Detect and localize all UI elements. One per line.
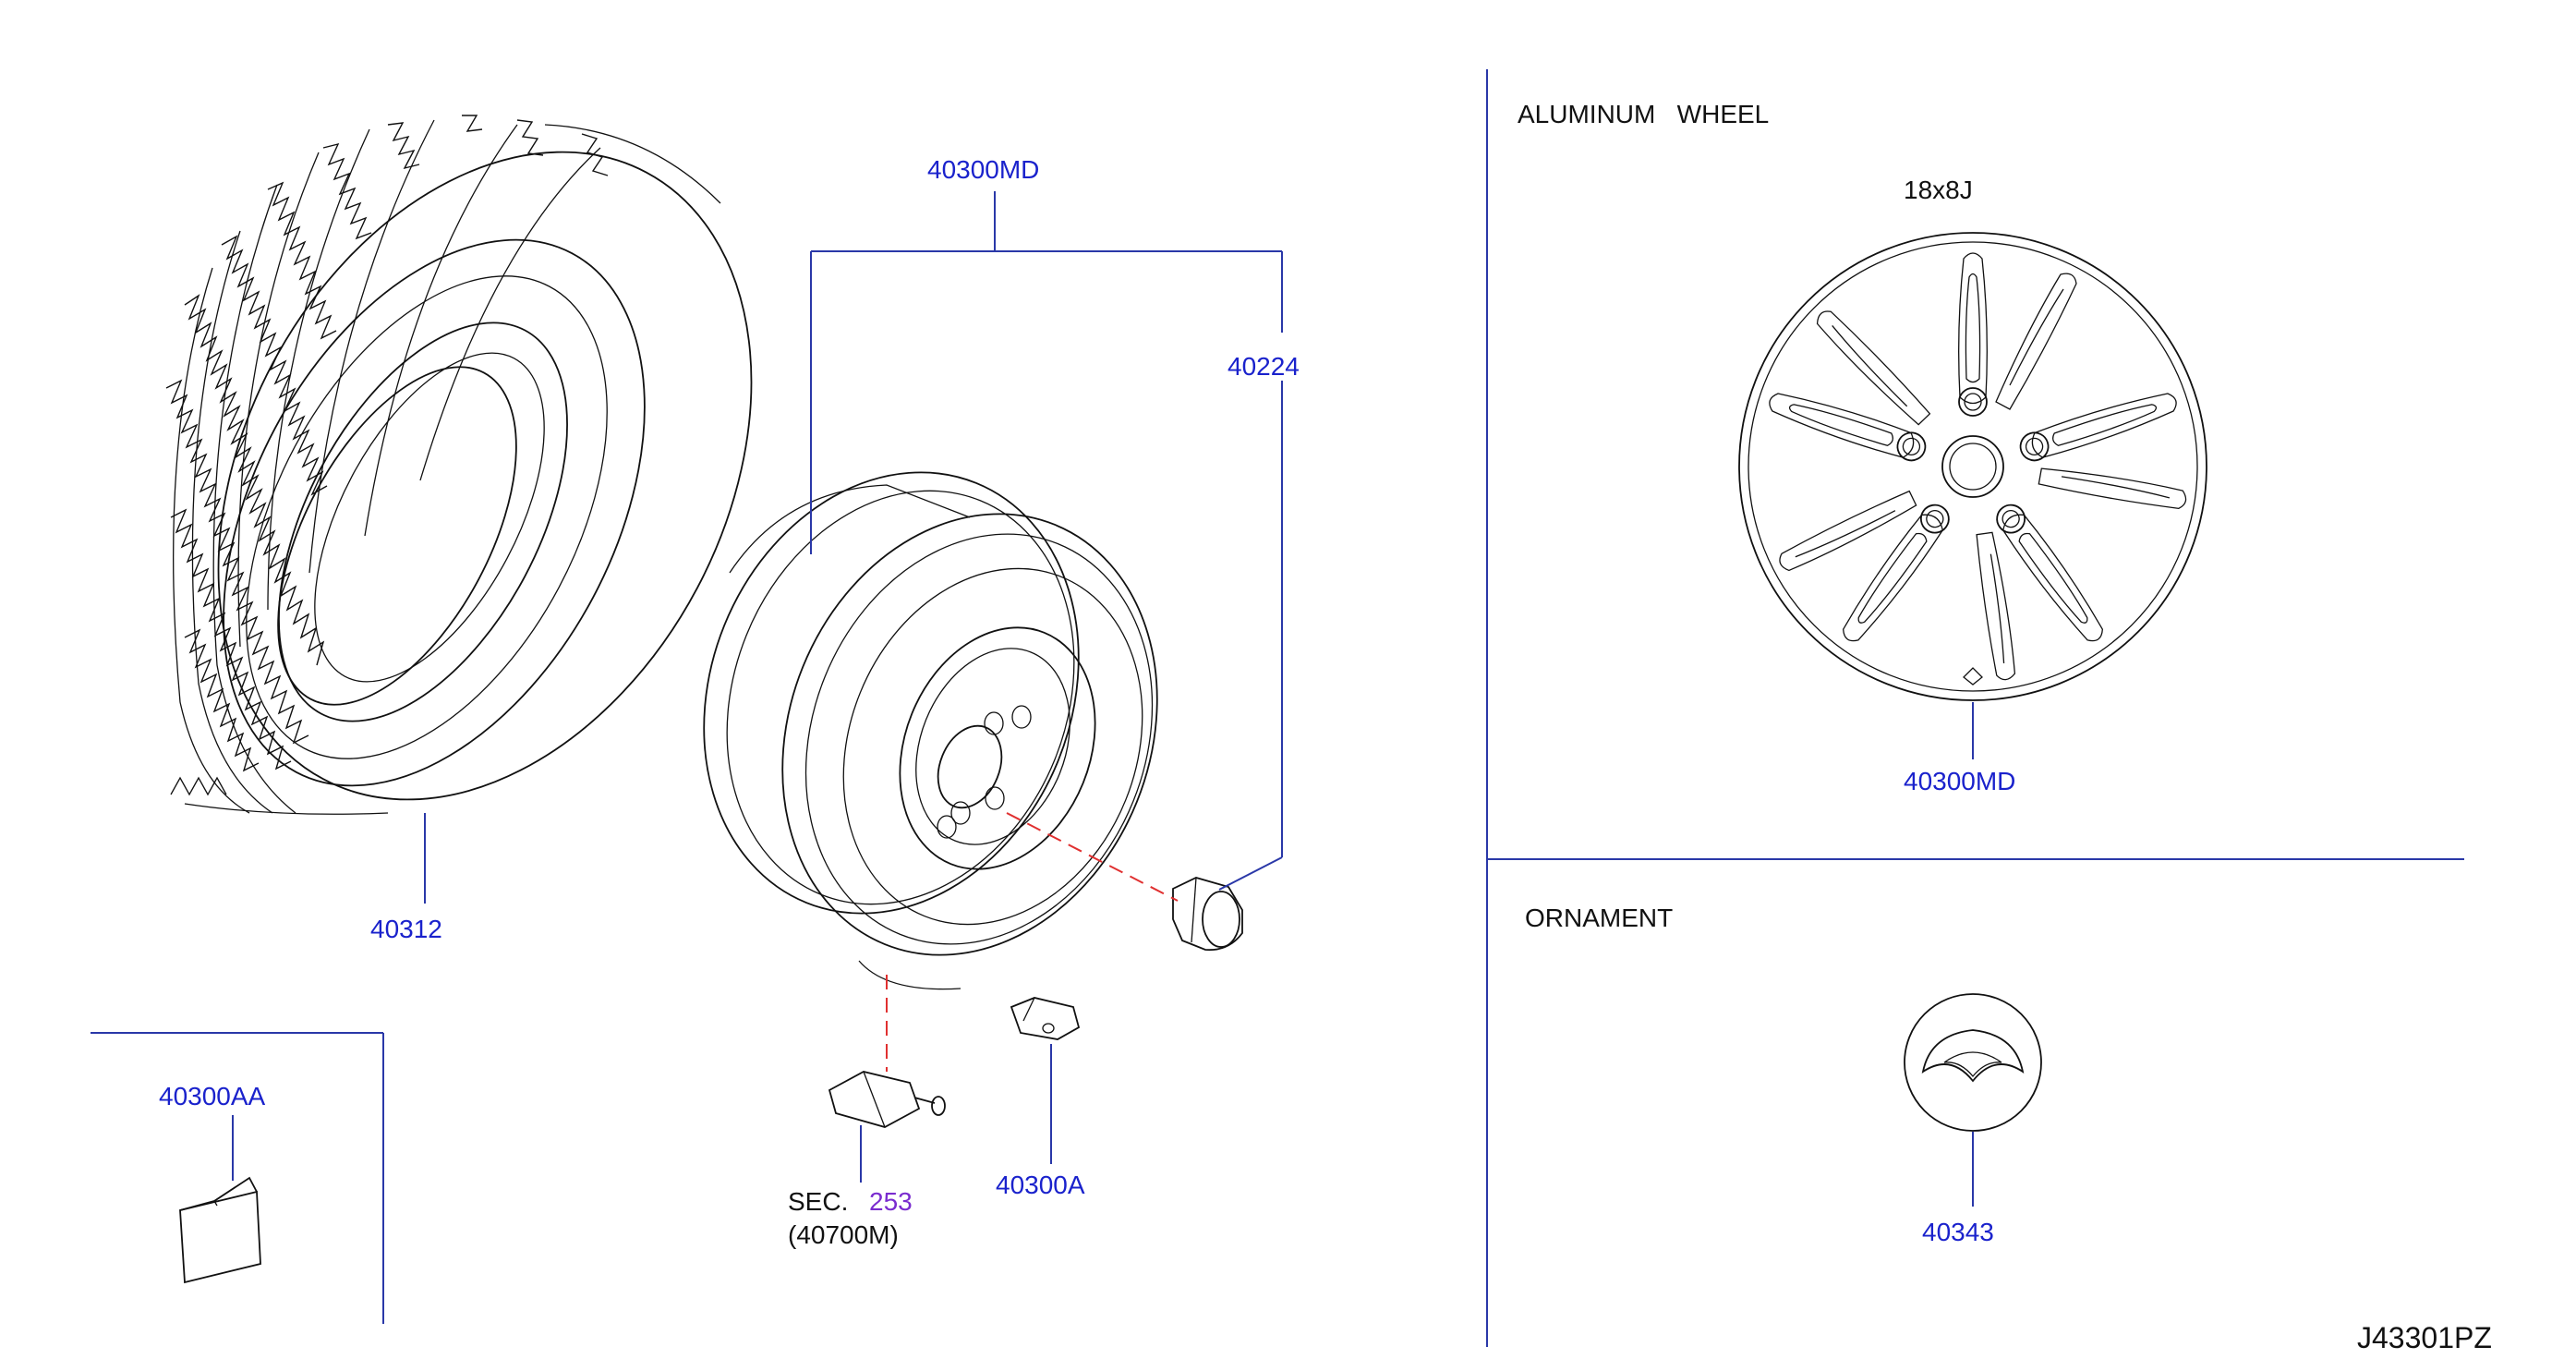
weight-aa-illustration bbox=[179, 1176, 261, 1284]
label-weight-aa: 40300AA bbox=[159, 1082, 266, 1110]
tread-zigzag bbox=[165, 115, 609, 772]
label-aluminum-wheel-title: ALUMINUM WHEEL bbox=[1518, 100, 1769, 128]
aluminum-wheel-illustration bbox=[1738, 232, 2208, 701]
weight-a-illustration bbox=[1010, 997, 1081, 1040]
label-wheel-size: 18x8J bbox=[1904, 176, 1973, 204]
labels: 40300MD 40224 40312 40300AA SEC. 253 (40… bbox=[159, 100, 2492, 1354]
tire-illustration bbox=[165, 115, 753, 815]
label-ornament: 40343 bbox=[1922, 1218, 1994, 1246]
steel-wheel-illustration bbox=[703, 471, 1158, 990]
tpms-sensor-illustration bbox=[828, 1071, 946, 1128]
label-top-set: 40300MD bbox=[927, 155, 1039, 184]
label-tire: 40312 bbox=[370, 915, 442, 943]
lug-nut-illustration bbox=[1172, 877, 1243, 952]
label-diagram-id: J43301PZ bbox=[2357, 1321, 2492, 1354]
leader-lines bbox=[232, 191, 1974, 1207]
label-nut: 40224 bbox=[1228, 352, 1300, 381]
label-sensor-sec-prefix: SEC. bbox=[788, 1187, 848, 1216]
ornament-illustration bbox=[1904, 993, 2042, 1132]
dashed-guides bbox=[886, 812, 1179, 1072]
section-dividers bbox=[91, 69, 2464, 1347]
label-sensor-part: (40700M) bbox=[788, 1220, 899, 1249]
label-alloy-wheel: 40300MD bbox=[1904, 767, 2015, 795]
tread-pattern bbox=[173, 119, 601, 814]
label-ornament-title: ORNAMENT bbox=[1525, 904, 1673, 932]
label-sensor-sec-num: 253 bbox=[869, 1187, 913, 1216]
label-weight-a: 40300A bbox=[996, 1171, 1085, 1199]
